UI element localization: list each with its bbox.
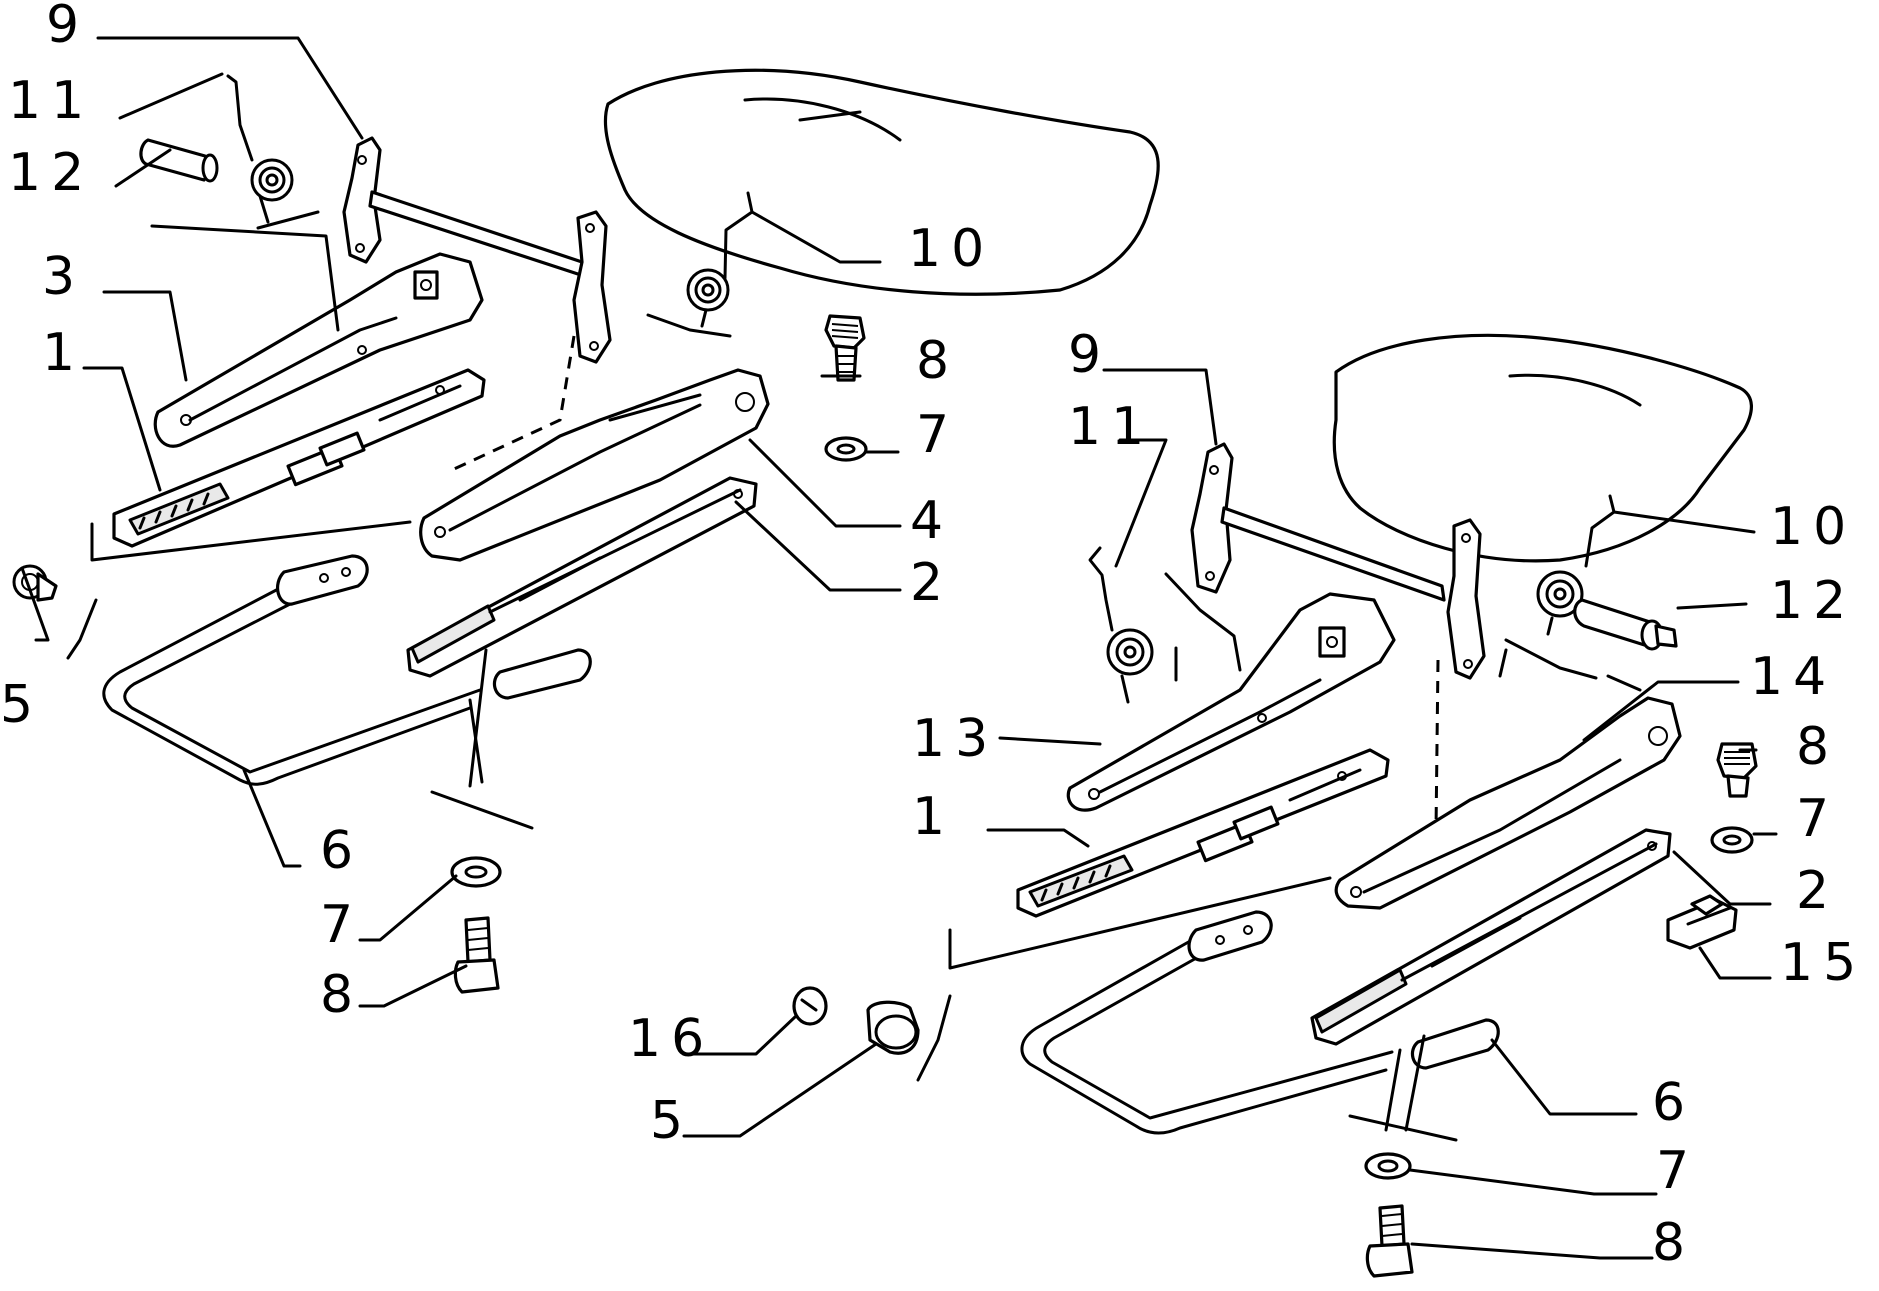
leaders-left [20, 36, 902, 1008]
label-right-11: 11 [1068, 397, 1154, 457]
part-2-lower-rail-left [406, 476, 758, 678]
label-left-11: 11 [8, 71, 94, 131]
label-left-10: 10 [908, 219, 994, 279]
callout-labels: 9 11 12 3 1 5 10 8 7 4 2 6 7 8 16 5 9 11… [0, 0, 1866, 1273]
label-left-8a: 8 [916, 331, 959, 391]
label-left-6: 6 [320, 821, 363, 881]
label-right-8a: 8 [1796, 717, 1839, 777]
label-right-9: 9 [1068, 325, 1111, 385]
part-4-bracket-left [419, 368, 770, 562]
label-right-15: 15 [1780, 933, 1866, 993]
leaders-right [986, 368, 1778, 1260]
part-1-slide-rail-right [1016, 748, 1390, 918]
part-15-clip-right [1666, 894, 1738, 950]
label-left-7b: 7 [320, 895, 363, 955]
label-right-7a: 7 [1796, 789, 1839, 849]
label-right-13: 13 [912, 709, 998, 769]
label-right-7b: 7 [1656, 1141, 1699, 1201]
label-right-14: 14 [1750, 647, 1836, 707]
seat-cushion-right [1332, 333, 1753, 563]
parts-7-8-left [450, 314, 868, 994]
seat-cushion-left [603, 68, 1160, 296]
label-right-1: 1 [912, 787, 955, 847]
part-6-frame-left [102, 554, 592, 786]
part-6-frame-right [1020, 910, 1500, 1135]
label-center-5: 5 [650, 1091, 693, 1151]
part-2-lower-rail-right [1310, 828, 1672, 1046]
part-10-spring-left [646, 191, 754, 338]
label-right-12: 12 [1770, 571, 1856, 631]
part-14-bracket-right [1334, 696, 1682, 910]
label-right-2: 2 [1796, 861, 1839, 921]
reference-lines-right [916, 648, 1642, 1142]
part-5-cap-left [12, 564, 58, 602]
label-left-12: 12 [8, 143, 94, 203]
leaders-center [682, 1014, 878, 1138]
part-16-center [792, 986, 828, 1026]
part-9-cross-bar-left [342, 136, 612, 472]
part-13-bracket-right [1066, 572, 1396, 812]
reference-lines-left [66, 520, 534, 830]
part-12-pin-right [1573, 598, 1678, 651]
label-left-4: 4 [910, 491, 953, 551]
parts-7-8-right [1364, 742, 1758, 1278]
label-left-1: 1 [42, 323, 85, 383]
part-10-spring-right [1504, 494, 1616, 680]
label-left-9: 9 [46, 0, 89, 55]
label-center-16: 16 [628, 1009, 714, 1069]
label-left-5: 5 [0, 675, 43, 735]
label-left-7a: 7 [916, 405, 959, 465]
label-right-6: 6 [1652, 1073, 1695, 1133]
part-11-spring-right [1088, 546, 1154, 704]
label-right-8b: 8 [1652, 1213, 1695, 1273]
label-left-3: 3 [42, 247, 85, 307]
label-right-10: 10 [1770, 497, 1856, 557]
part-3-bracket-left [150, 224, 484, 448]
part-5-center [866, 1000, 920, 1055]
part-12-pin-left [139, 138, 219, 183]
label-left-2: 2 [910, 553, 953, 613]
part-11-spring-left [226, 74, 320, 230]
part-1-slide-rail-left [112, 368, 486, 548]
label-left-8b: 8 [320, 965, 363, 1025]
